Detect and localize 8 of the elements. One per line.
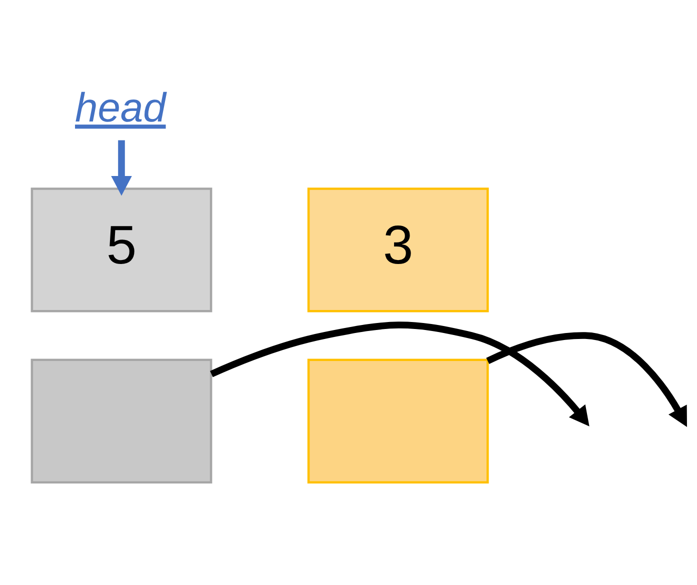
arrow [210,321,589,426]
node-box: 3 [306,187,488,312]
node-text: head [74,84,166,130]
node-box: 5 [30,187,212,312]
arrow [486,332,686,427]
node-box [306,358,488,483]
arrow [110,140,132,196]
node-box [30,358,212,483]
